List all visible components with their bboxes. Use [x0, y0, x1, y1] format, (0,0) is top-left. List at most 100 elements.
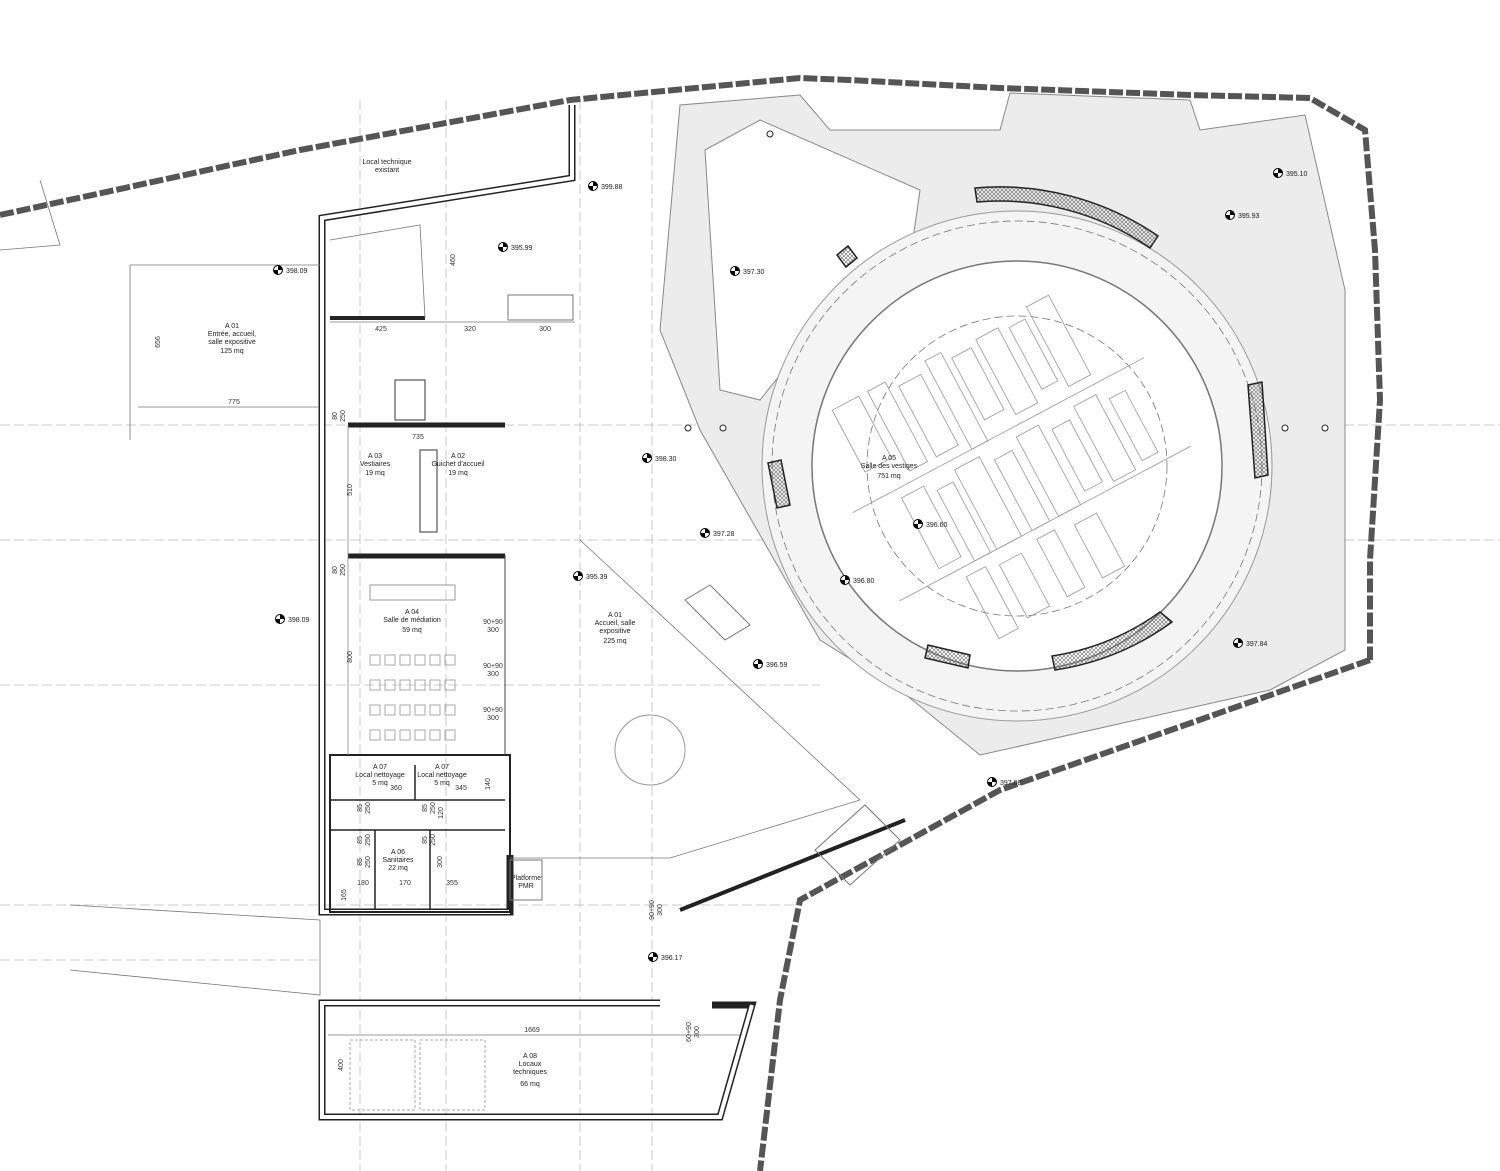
dimension: 80 — [332, 412, 339, 420]
elevation-icon — [700, 528, 710, 538]
elevation-label: 397.84 — [1246, 641, 1268, 648]
room-name: Guichet d'accueil — [431, 461, 485, 468]
dimension: 775 — [228, 399, 240, 406]
room-name: Local technique — [362, 159, 411, 166]
dimension: 90+90 — [483, 663, 503, 670]
room-name: expositive — [599, 628, 630, 635]
dimension: 460 — [450, 254, 457, 266]
dimension: 80 — [332, 566, 339, 574]
dimension: 85 — [422, 836, 429, 844]
room-code: A 01 — [225, 323, 239, 330]
room-local-technique: Local technique existant — [362, 159, 411, 174]
dimension: 1669 — [524, 1027, 540, 1034]
dimension: 85 — [357, 804, 364, 812]
dimension: 180 — [357, 880, 369, 887]
room-name: Salle de médiation — [383, 617, 441, 624]
room-area: 125 mq — [220, 348, 243, 355]
elevation-label: 397.30 — [743, 269, 765, 276]
elevation-icon — [730, 266, 740, 276]
room-a07-2: A 07 Local nettoyage 5 mq — [417, 764, 467, 787]
room-name: salle expositive — [208, 339, 256, 346]
elevation-icon — [987, 777, 997, 787]
elevation-icon — [840, 575, 850, 585]
dimension: 90+90 — [649, 900, 656, 920]
elevation-icon — [648, 952, 658, 962]
room-name: Locaux — [519, 1061, 542, 1068]
elevation-label: 395.39 — [586, 574, 608, 581]
room-code: A 07 — [435, 764, 449, 771]
dimension: 300 — [694, 1026, 701, 1038]
dimension: 800 — [347, 651, 354, 663]
dimension: 250 — [365, 834, 372, 846]
elevation-icon — [1273, 168, 1283, 178]
dimension: 250 — [365, 802, 372, 814]
room-name: Accueil, salle — [595, 620, 636, 627]
elevation-label: 396.17 — [661, 955, 683, 962]
dimension: 250 — [430, 802, 437, 814]
elevation-icon — [642, 453, 652, 463]
room-a08: A 08 Locaux techniques 66 mq — [513, 1053, 547, 1088]
room-a05: A 05 Salle des vestiges 751 mq — [861, 455, 918, 480]
room-area: 751 mq — [877, 473, 900, 480]
elevation-label: 396.60 — [926, 522, 948, 529]
building-walls — [69, 105, 906, 1121]
room-area: 19 mq — [365, 470, 385, 477]
dimension: 320 — [464, 326, 476, 333]
dimension: 250 — [340, 564, 347, 576]
room-code: A 01 — [608, 612, 622, 619]
room-area: 5 mq — [372, 780, 388, 787]
room-area: 19 mq — [448, 470, 468, 477]
dimension: 90+90 — [483, 707, 503, 714]
elevation-icon — [275, 614, 285, 624]
elevation-icon — [753, 659, 763, 669]
dimension: 85 — [357, 858, 364, 866]
elevation-markers: 398.09 395.99 399.88 397.30 395.10 395.9… — [273, 168, 1308, 962]
room-code: A 08 — [523, 1053, 537, 1060]
room-name: Salle des vestiges — [861, 463, 918, 470]
room-name: Vestiaires — [360, 461, 391, 468]
elevation-icon — [1225, 210, 1235, 220]
dimension: 355 — [446, 880, 458, 887]
room-a02: A 02 Guichet d'accueil 19 mq — [431, 453, 485, 477]
elevation-label: 395.93 — [1238, 213, 1260, 220]
elevation-label: 396.80 — [853, 578, 875, 585]
existing-stone-wall — [0, 74, 1384, 1171]
dimension: 170 — [399, 880, 411, 887]
room-name: Local nettoyage — [355, 772, 405, 779]
dimension: 165 — [341, 889, 348, 901]
dimension: 425 — [375, 326, 387, 333]
dimension: 400 — [338, 1059, 345, 1071]
rotunda — [684, 130, 1329, 722]
dimension: 120 — [438, 807, 445, 819]
room-area: 59 mq — [402, 627, 422, 634]
elevation-label: 399.88 — [601, 184, 623, 191]
room-pmr: Platforme PMR — [511, 875, 541, 890]
elevation-label: 397.08 — [1000, 780, 1022, 787]
dimension: 300 — [487, 627, 499, 634]
dimension: 300 — [487, 715, 499, 722]
room-name: Local nettoyage — [417, 772, 467, 779]
room-a03: A 03 Vestiaires 19 mq — [360, 453, 391, 477]
dimension: 250 — [340, 410, 347, 422]
room-a01-entree: A 01 Entrée, accueil, salle expositive 1… — [208, 323, 256, 355]
elevation-icon — [913, 519, 923, 529]
dimension: 85 — [357, 836, 364, 844]
dimension: 656 — [155, 336, 162, 348]
room-name: Entrée, accueil, — [208, 331, 256, 338]
room-name: existant — [375, 167, 399, 174]
dimension: 85 — [422, 804, 429, 812]
dimension: 345 — [455, 785, 467, 792]
elevation-label: 395.10 — [1286, 171, 1308, 178]
room-name: techniques — [513, 1069, 547, 1076]
room-area: 225 mq — [603, 638, 626, 645]
elevation-icon — [498, 242, 508, 252]
room-a06: A 06 Sanitaires 22 mq — [382, 849, 414, 872]
room-area: 5 mq — [434, 780, 450, 787]
dimension: 300 — [657, 904, 664, 916]
dimension: 300 — [437, 856, 444, 868]
dimension: 300 — [539, 326, 551, 333]
elevation-label: 398.09 — [286, 268, 308, 275]
room-name: PMR — [518, 883, 534, 890]
elevation-icon — [1233, 638, 1243, 648]
dimension: 140 — [485, 778, 492, 790]
